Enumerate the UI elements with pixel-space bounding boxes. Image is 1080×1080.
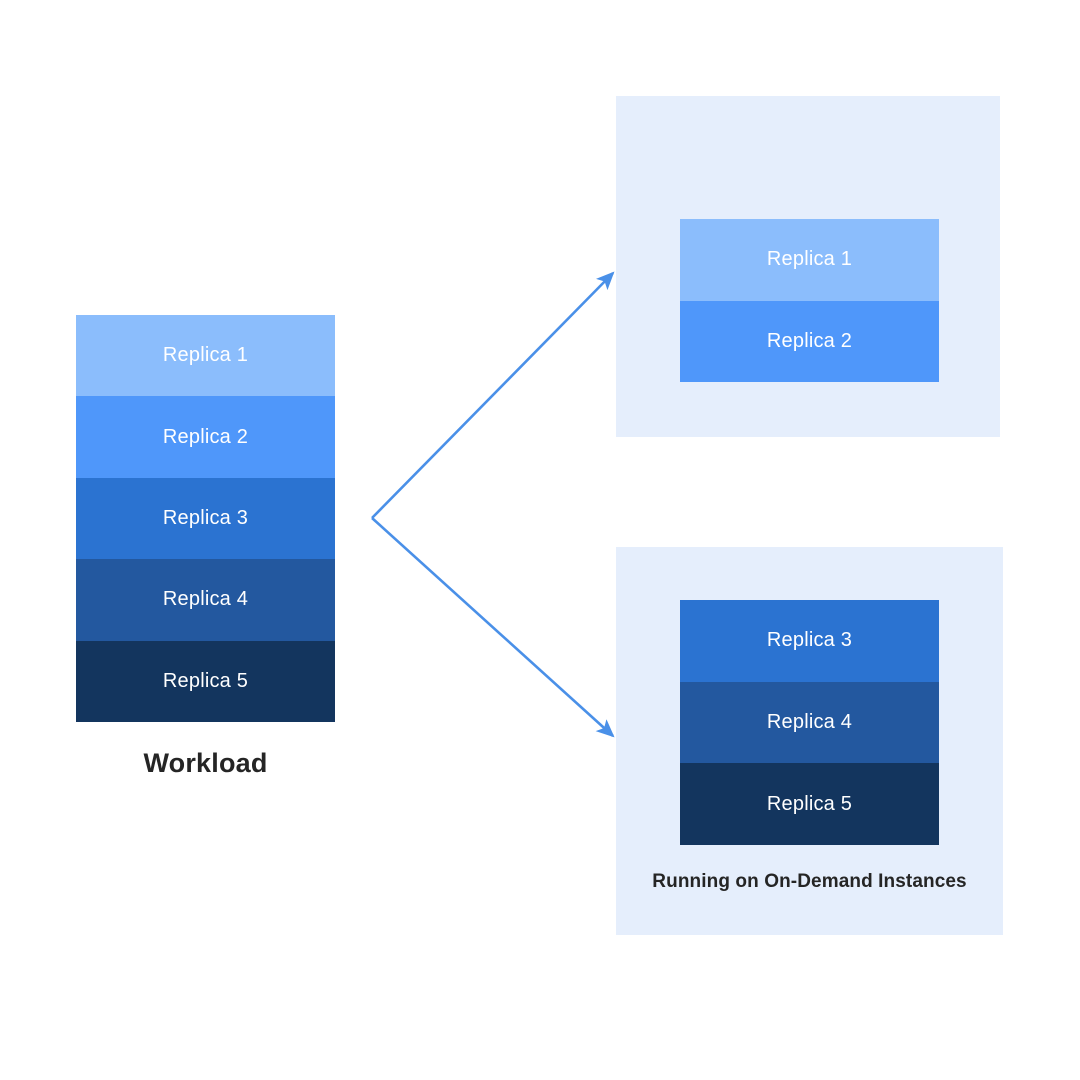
workload-stack: Replica 1 Replica 2 Replica 3 Replica 4 …: [76, 315, 335, 723]
workload-replica-4[interactable]: Replica 4: [76, 559, 335, 641]
workload-caption: Workload: [143, 748, 268, 778]
spot-replica-1-label: Replica 1: [766, 248, 853, 271]
ondemand-replica-4-label: Replica 4: [766, 711, 853, 733]
workload-replica-3-label: Replica 3: [162, 507, 249, 530]
ondemand-replica-stack: Replica 3 Replica 4 Replica 5: [680, 600, 939, 846]
spot-replica-2-label: Replica 2: [766, 329, 853, 352]
arrow-to-ondemand-line: [371, 517, 615, 738]
workload-replica-1[interactable]: Replica 1: [76, 315, 335, 397]
ondemand-replica-4[interactable]: Replica 4: [680, 681, 939, 764]
workload-replica-2[interactable]: Replica 2: [76, 396, 335, 478]
ondemand-replica-3[interactable]: Replica 3: [680, 600, 939, 682]
workload-replica-5-label: Replica 5: [162, 669, 249, 692]
ondemand-replica-5[interactable]: Replica 5: [680, 763, 939, 846]
spot-replica-stack: Replica 1 Replica 2: [680, 219, 939, 382]
arrow-to-spot-line: [371, 271, 615, 519]
workload-replica-3[interactable]: Replica 3: [76, 477, 335, 560]
spot-replica-2[interactable]: Replica 2: [680, 300, 939, 382]
workload-replica-1-label: Replica 1: [162, 344, 249, 367]
workload-replica-5[interactable]: Replica 5: [76, 640, 335, 723]
ondemand-replica-3-label: Replica 3: [766, 629, 853, 652]
spot-instances-panel: Running on Spot Instances Replica 1 Repl…: [616, 96, 1000, 437]
ondemand-panel-title: Running on On-Demand Instances: [652, 871, 967, 892]
workload-replica-2-label: Replica 2: [162, 425, 249, 448]
spot-replica-1[interactable]: Replica 1: [680, 219, 939, 301]
ondemand-replica-5-label: Replica 5: [766, 792, 853, 815]
ondemand-instances-panel: Replica 3 Replica 4 Replica 5 Running on…: [616, 547, 1003, 935]
workload-replica-4-label: Replica 4: [162, 588, 249, 611]
